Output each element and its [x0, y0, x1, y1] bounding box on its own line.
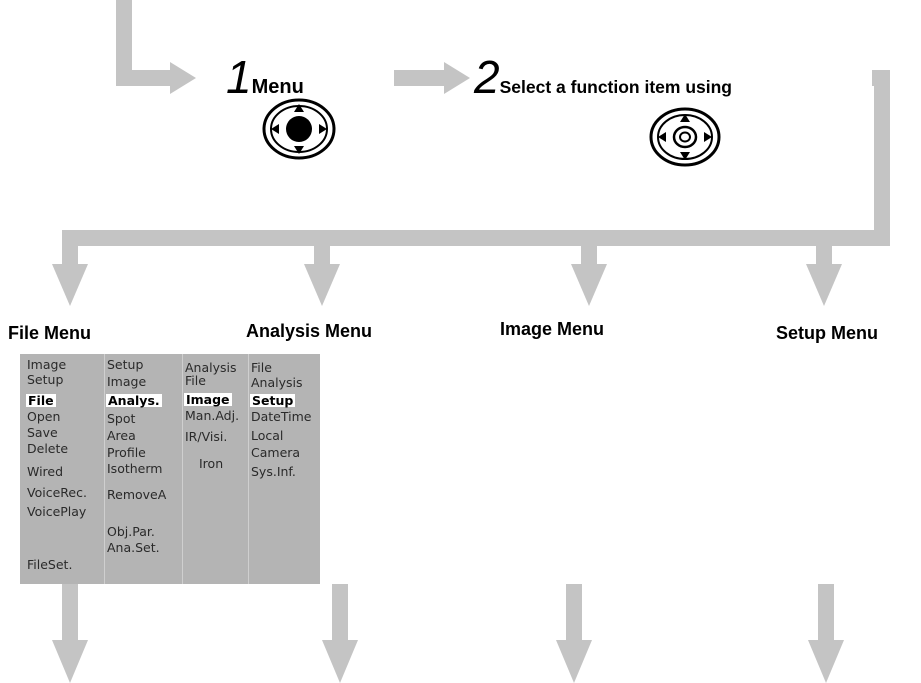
menu-item-image: Image — [107, 374, 147, 389]
menu-item-camera: Camera — [251, 445, 301, 460]
menu-item-sysinf: Sys.Inf. — [251, 464, 296, 479]
menu-item-analys-selected: Analys. — [106, 393, 162, 408]
menu-item-image: Image — [27, 357, 67, 372]
step1-number: 1 — [226, 51, 252, 103]
menu-item-setup: Setup — [27, 372, 64, 387]
menu-item-file-selected: File — [26, 393, 56, 408]
menu-item-local: Local — [251, 428, 284, 443]
menu-item-fileset: FileSet. — [27, 557, 73, 572]
down-arrows-bottom — [52, 584, 844, 683]
image-menu-column: Analysis File Image Man.Adj. IR/Visi. Ir… — [182, 354, 249, 584]
menu-item-datetime: DateTime — [251, 409, 312, 424]
menu-item-profile: Profile — [107, 445, 146, 460]
menu-item-setup: Setup — [107, 357, 144, 372]
joystick-direction-icon — [649, 107, 721, 167]
menu-item-irvisi: IR/Visi. — [185, 429, 228, 444]
menu-item-open: Open — [27, 409, 61, 424]
menu-item-manadj: Man.Adj. — [185, 408, 240, 423]
menu-item-analysis: Analysis — [251, 375, 303, 390]
setup-menu-column: File Analysis Setup DateTime Local Camer… — [248, 354, 320, 584]
camera-menu-screen: Image Setup File Open Save Delete Wired … — [20, 354, 320, 584]
down-arrows-top — [52, 238, 842, 306]
menu-item-analysis: Analysis — [185, 360, 237, 375]
menu-item-wired: Wired — [27, 464, 64, 479]
step2-label: Select a function item using — [499, 77, 732, 97]
menu-item-removea: RemoveA — [107, 487, 167, 502]
menu-item-save: Save — [27, 425, 58, 440]
branch-connector — [62, 70, 890, 246]
menu-item-area: Area — [107, 428, 136, 443]
menu-item-voicerec: VoiceRec. — [27, 485, 87, 500]
file-menu-title: File Menu — [8, 323, 92, 343]
menu-item-isotherm: Isotherm — [107, 461, 163, 476]
arrow-step1-to-step2 — [394, 62, 470, 94]
l-arrow-into-step1 — [116, 0, 196, 94]
setup-menu-title: Setup Menu — [776, 323, 878, 343]
image-menu-title: Image Menu — [500, 319, 605, 339]
menu-item-image-selected: Image — [184, 392, 232, 407]
menu-item-file: File — [251, 360, 272, 375]
menu-item-iron: Iron — [199, 456, 224, 471]
menu-item-voiceplay: VoicePlay — [27, 504, 87, 519]
menu-item-setup-selected: Setup — [250, 393, 296, 408]
analysis-menu-column: Setup Image Analys. Spot Area Profile Is… — [104, 354, 183, 584]
menu-item-delete: Delete — [27, 441, 69, 456]
analysis-menu-title: Analysis Menu — [246, 321, 373, 341]
menu-item-objpar: Obj.Par. — [107, 524, 155, 539]
menu-item-anaset: Ana.Set. — [107, 540, 160, 555]
file-menu-column: Image Setup File Open Save Delete Wired … — [20, 354, 105, 584]
step2-heading: 2Select a function item using — [474, 54, 732, 100]
step2-number: 2 — [474, 51, 500, 103]
step1-label: Menu — [251, 76, 304, 98]
menu-item-file: File — [185, 373, 206, 388]
menu-item-spot: Spot — [107, 411, 136, 426]
joystick-press-icon — [262, 98, 336, 160]
step1-heading: 1Menu — [226, 54, 304, 100]
